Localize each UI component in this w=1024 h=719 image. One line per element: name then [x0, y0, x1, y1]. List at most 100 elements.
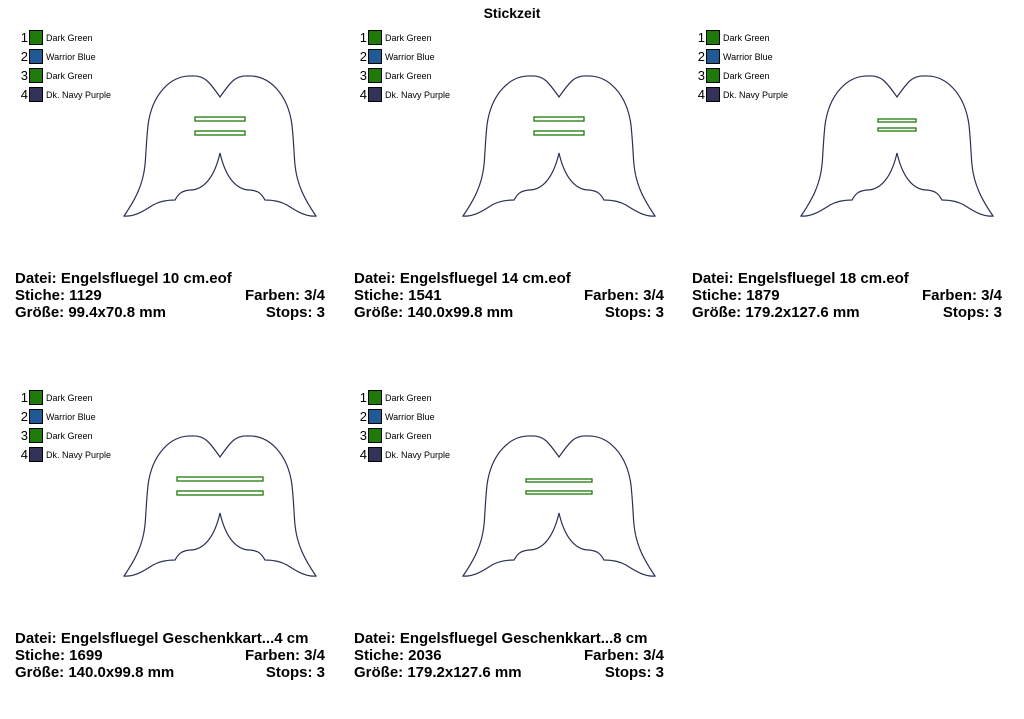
legend-item: 1 Dark Green	[18, 28, 111, 47]
stop-count: Stops: 3	[604, 664, 664, 681]
stitch-count: Stiche: 1541	[354, 287, 442, 304]
stitch-count: Stiche: 1129	[15, 287, 102, 304]
design-panel[interactable]: 1 Dark Green 2 Warrior Blue 3 Dark Green…	[687, 25, 1017, 325]
angel-wings-preview	[799, 75, 995, 217]
legend-color-name: Dk. Navy Purple	[385, 449, 451, 460]
design-size: Größe: 140.0x99.8 mm	[15, 664, 175, 681]
color-count: Farben: 3/4	[921, 287, 1002, 304]
color-swatch	[368, 428, 382, 443]
stitch-bar	[533, 130, 585, 136]
color-count: Farben: 3/4	[583, 647, 664, 664]
color-swatch	[29, 447, 43, 462]
legend-item: 3 Dark Green	[18, 66, 111, 85]
legend-item: 3 Dark Green	[18, 426, 111, 445]
color-swatch	[368, 87, 382, 102]
legend-number: 1	[359, 30, 367, 45]
legend-color-name: Dark Green	[385, 70, 432, 81]
legend-color-name: Dk. Navy Purple	[385, 89, 451, 100]
legend-number: 3	[359, 428, 367, 443]
legend-item: 2 Warrior Blue	[357, 407, 450, 426]
design-info: Datei: Engelsfluegel 14 cm.eof Stiche: 1…	[354, 270, 664, 321]
legend-color-name: Dk. Navy Purple	[723, 89, 789, 100]
legend-number: 4	[359, 87, 367, 102]
legend-color-name: Dark Green	[46, 70, 93, 81]
legend-number: 3	[697, 68, 705, 83]
color-swatch	[368, 409, 382, 424]
legend-number: 3	[359, 68, 367, 83]
wing-outline	[122, 435, 318, 577]
design-panel[interactable]: 1 Dark Green 2 Warrior Blue 3 Dark Green…	[349, 25, 679, 325]
file-name: Datei: Engelsfluegel Geschenkkart...4 cm	[15, 630, 309, 647]
color-legend: 1 Dark Green 2 Warrior Blue 3 Dark Green…	[695, 28, 788, 104]
legend-number: 2	[697, 49, 705, 64]
file-name: Datei: Engelsfluegel 10 cm.eof	[15, 270, 232, 287]
stop-count: Stops: 3	[604, 304, 664, 321]
color-swatch	[368, 390, 382, 405]
legend-color-name: Dark Green	[385, 392, 432, 403]
design-info: Datei: Engelsfluegel Geschenkkart...8 cm…	[354, 630, 664, 681]
wing-outline	[461, 75, 657, 217]
legend-number: 1	[359, 390, 367, 405]
color-count: Farben: 3/4	[244, 287, 325, 304]
file-name: Datei: Engelsfluegel 18 cm.eof	[692, 270, 909, 287]
color-swatch	[29, 390, 43, 405]
legend-number: 4	[20, 447, 28, 462]
color-legend: 1 Dark Green 2 Warrior Blue 3 Dark Green…	[357, 28, 450, 104]
design-size: Größe: 99.4x70.8 mm	[15, 304, 166, 321]
color-swatch	[29, 68, 43, 83]
stitch-bar	[194, 130, 246, 136]
legend-color-name: Warrior Blue	[46, 51, 96, 62]
legend-color-name: Dark Green	[46, 430, 93, 441]
design-info: Datei: Engelsfluegel 18 cm.eof Stiche: 1…	[692, 270, 1002, 321]
color-swatch	[706, 68, 720, 83]
design-panel[interactable]: 1 Dark Green 2 Warrior Blue 3 Dark Green…	[349, 385, 679, 685]
legend-item: 3 Dark Green	[695, 66, 788, 85]
stitch-bar	[194, 116, 246, 122]
design-info: Datei: Engelsfluegel Geschenkkart...4 cm…	[15, 630, 325, 681]
legend-item: 4 Dk. Navy Purple	[18, 85, 111, 104]
legend-item: 1 Dark Green	[695, 28, 788, 47]
angel-wings-preview	[461, 435, 657, 577]
color-swatch	[29, 428, 43, 443]
legend-color-name: Dark Green	[723, 70, 770, 81]
color-swatch	[706, 30, 720, 45]
legend-number: 1	[20, 390, 28, 405]
design-size: Größe: 140.0x99.8 mm	[354, 304, 514, 321]
legend-item: 2 Warrior Blue	[695, 47, 788, 66]
design-panel[interactable]: 1 Dark Green 2 Warrior Blue 3 Dark Green…	[10, 25, 340, 325]
legend-color-name: Dark Green	[385, 430, 432, 441]
legend-number: 4	[20, 87, 28, 102]
stitch-count: Stiche: 1879	[692, 287, 780, 304]
color-swatch	[29, 409, 43, 424]
wing-outline	[799, 75, 995, 217]
color-legend: 1 Dark Green 2 Warrior Blue 3 Dark Green…	[18, 388, 111, 464]
legend-item: 2 Warrior Blue	[357, 47, 450, 66]
color-swatch	[29, 87, 43, 102]
page-title: Stickzeit	[483, 5, 541, 21]
wing-outline	[461, 435, 657, 577]
color-swatch	[29, 49, 43, 64]
legend-item: 3 Dark Green	[357, 66, 450, 85]
design-panel[interactable]: 1 Dark Green 2 Warrior Blue 3 Dark Green…	[10, 385, 340, 685]
legend-item: 3 Dark Green	[357, 426, 450, 445]
legend-item: 4 Dk. Navy Purple	[18, 445, 111, 464]
stitch-bar	[176, 490, 264, 496]
design-size: Größe: 179.2x127.6 mm	[692, 304, 860, 321]
legend-color-name: Dk. Navy Purple	[46, 89, 112, 100]
legend-number: 2	[20, 409, 28, 424]
legend-number: 4	[359, 447, 367, 462]
stop-count: Stops: 3	[942, 304, 1002, 321]
stop-count: Stops: 3	[265, 304, 325, 321]
legend-color-name: Dark Green	[723, 32, 770, 43]
legend-number: 2	[359, 409, 367, 424]
angel-wings-preview	[122, 435, 318, 577]
legend-number: 1	[20, 30, 28, 45]
design-info: Datei: Engelsfluegel 10 cm.eof Stiche: 1…	[15, 270, 325, 321]
legend-color-name: Dk. Navy Purple	[46, 449, 112, 460]
color-count: Farben: 3/4	[244, 647, 325, 664]
legend-color-name: Dark Green	[46, 392, 93, 403]
design-size: Größe: 179.2x127.6 mm	[354, 664, 522, 681]
legend-item: 1 Dark Green	[18, 388, 111, 407]
file-name: Datei: Engelsfluegel 14 cm.eof	[354, 270, 571, 287]
stitch-bar	[525, 478, 593, 483]
